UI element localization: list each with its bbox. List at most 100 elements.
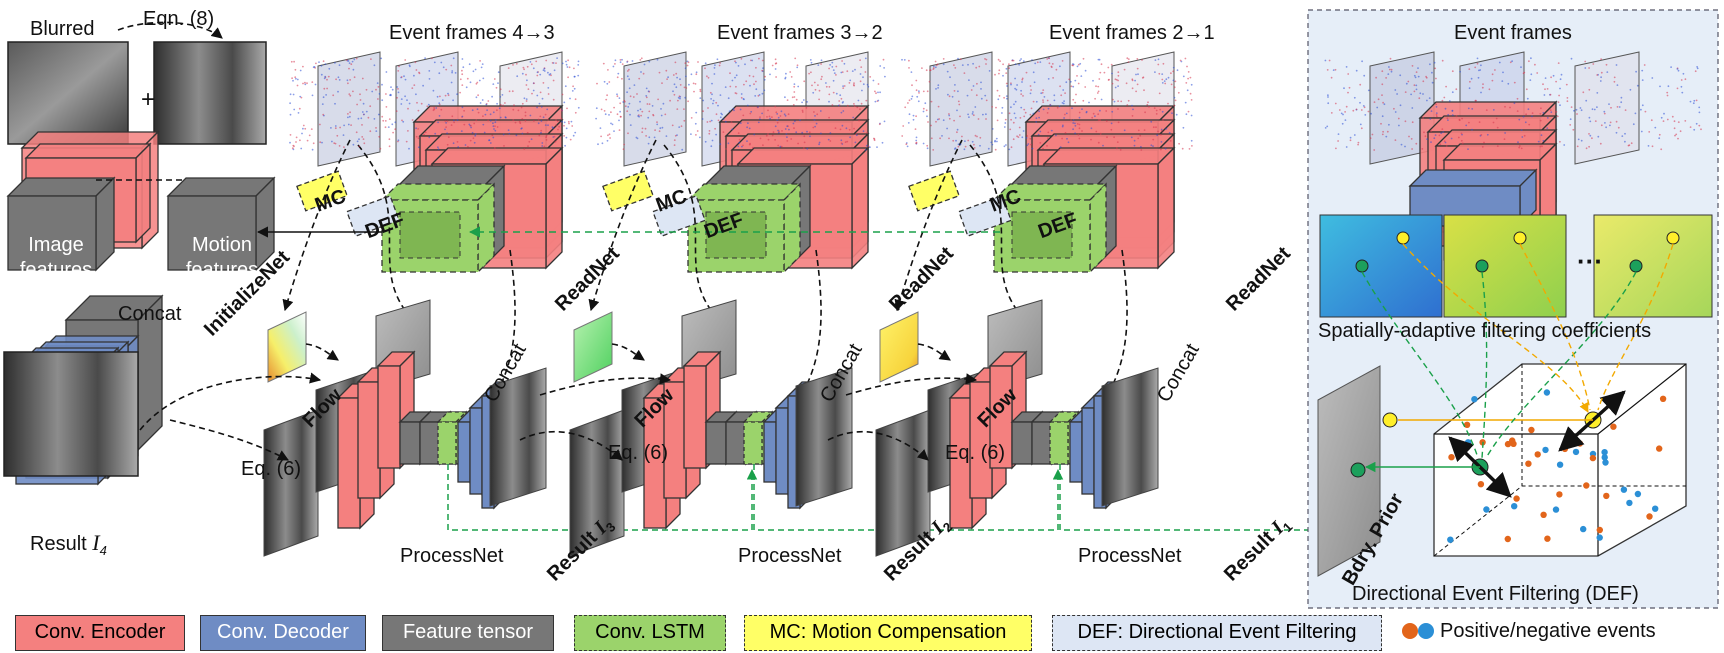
event-dot — [810, 61, 813, 64]
event-dot — [645, 87, 648, 90]
event-dot — [1133, 139, 1136, 142]
event-dot — [491, 95, 493, 98]
event-dot — [308, 134, 311, 137]
event-dot — [539, 91, 542, 94]
panel-event-dot — [1468, 87, 1471, 90]
event-dot — [977, 118, 980, 120]
event-dot — [978, 65, 981, 68]
event-dot — [547, 93, 550, 95]
event-dot — [438, 72, 441, 75]
event-dot — [1020, 89, 1022, 92]
event-dot — [1182, 126, 1185, 129]
panel-event-dot — [1597, 135, 1600, 138]
event-dot — [838, 100, 841, 102]
event-dot — [780, 110, 783, 113]
event-dot — [821, 75, 823, 78]
event-dot — [1035, 100, 1038, 103]
event-dot — [922, 142, 925, 145]
event-dot — [1117, 100, 1119, 102]
processnet-tensor-1-front — [1031, 421, 1053, 465]
init-encoder-front-top — [24, 143, 152, 159]
event-dot — [937, 105, 940, 108]
event-dot — [676, 76, 678, 79]
event-dot — [629, 95, 632, 98]
event-dot — [935, 88, 937, 90]
event-dot — [545, 139, 548, 141]
event-dot — [957, 100, 960, 103]
event-dot — [786, 99, 789, 101]
event-dot — [835, 92, 838, 95]
event-dot — [1172, 66, 1175, 69]
event-dot — [1081, 130, 1083, 132]
event-dot — [442, 66, 445, 69]
event-dot — [474, 68, 477, 71]
panel-event-dot — [1431, 71, 1433, 74]
event-dot — [1099, 109, 1101, 112]
panel-event-dot — [1525, 113, 1527, 116]
event-dot — [930, 124, 932, 127]
event-dot — [684, 62, 687, 64]
event-dot — [750, 59, 752, 62]
panel-event-dot — [1698, 124, 1701, 127]
event-dot — [545, 136, 547, 139]
event-dot — [679, 78, 681, 81]
event-dot — [504, 102, 506, 104]
event-dot — [867, 145, 870, 148]
event-dot — [845, 127, 848, 130]
event-dot — [302, 65, 304, 68]
event-dot — [330, 127, 332, 129]
coef-yellow-link-2 — [1519, 243, 1591, 411]
processnet-label-3: ProcessNet — [1078, 545, 1182, 567]
event-dot — [771, 134, 774, 137]
event-dot — [573, 87, 576, 90]
panel-event-dot — [1477, 76, 1480, 79]
panel-event-dot — [1529, 79, 1532, 81]
event-dot — [503, 145, 505, 147]
event-dot — [352, 68, 355, 71]
panel-event-dot — [1615, 131, 1618, 134]
box-event — [1580, 525, 1587, 533]
event-dot — [853, 103, 855, 105]
event-dot — [926, 147, 929, 150]
event-dot — [369, 105, 372, 108]
eq6-label-2: Eq. (6) — [608, 442, 669, 464]
event-dot — [848, 82, 851, 84]
panel-event-dot — [1486, 133, 1489, 136]
panel-event-dot — [1415, 142, 1418, 145]
panel-event-dot — [1580, 109, 1583, 112]
event-dot — [1150, 120, 1153, 123]
event-dot — [447, 92, 449, 95]
panel-event-dot — [1546, 88, 1549, 90]
event-dot — [735, 92, 738, 95]
processnet-lstm-front — [743, 421, 763, 465]
event-dot — [450, 64, 453, 67]
event-dot — [445, 122, 447, 124]
event-dot — [1142, 76, 1145, 79]
event-dot — [1063, 117, 1065, 119]
event-dot — [398, 65, 400, 68]
event-dot — [388, 145, 391, 148]
event-dot — [1135, 73, 1137, 76]
event-dot — [1150, 144, 1153, 147]
event-dot — [347, 116, 349, 119]
event-dot — [1146, 103, 1149, 106]
event-dot — [808, 72, 810, 75]
event-dot — [1168, 131, 1171, 134]
event-dot — [1072, 63, 1074, 65]
event-dot — [408, 102, 411, 105]
positive-event-swatch — [1402, 623, 1418, 639]
event-dot — [957, 57, 959, 60]
panel-event-dot — [1433, 61, 1436, 64]
event-dot — [872, 79, 875, 82]
event-dot — [658, 71, 661, 74]
event-dot — [380, 57, 383, 60]
event-dot — [1090, 138, 1092, 141]
event-dot — [979, 144, 981, 147]
event-dot — [696, 130, 699, 132]
panel-event-dot — [1353, 96, 1356, 99]
event-dot — [1169, 140, 1172, 142]
event-dot — [752, 75, 755, 78]
panel-event-dot — [1641, 69, 1644, 72]
panel-event-dot — [1327, 94, 1329, 97]
event-dot — [1111, 72, 1113, 75]
